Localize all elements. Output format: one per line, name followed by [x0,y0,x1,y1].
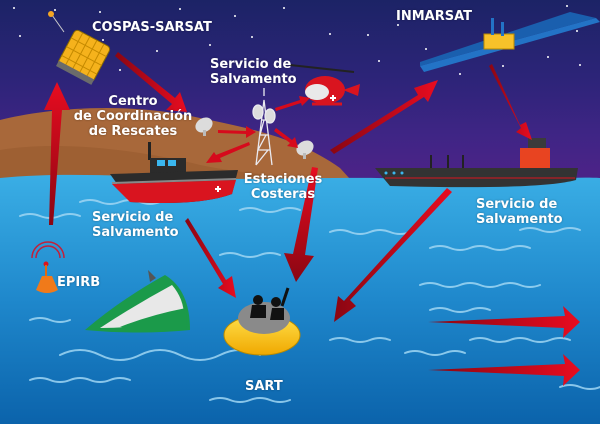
arrow-rcc-to-tower [218,126,256,138]
life-raft-icon[interactable] [223,287,301,356]
rescue-helicopter-icon[interactable] [289,64,360,106]
label-line: Servicio de [476,197,558,212]
label-line: Estaciones [243,172,323,187]
label-line: de Rescates [88,124,178,139]
arrow-outgoing-1 [428,306,580,338]
arrow-tower-to-heli [275,96,310,111]
label-line: Costeras [250,187,316,202]
arrow-coast-to-sart [284,167,318,282]
cargo-ship-icon[interactable] [375,138,578,188]
arrow-epirb-to-cospas [44,82,70,225]
signal-arrows [44,52,580,386]
arrow-inmarsat-to-ship [489,64,532,140]
sea [0,174,600,424]
arrow-tower-to-boat [206,142,250,163]
label-cospas-sarsat: COSPAS-SARSAT [92,20,212,35]
arrow-outgoing-2 [428,354,580,386]
rescue-boat-icon[interactable] [110,142,238,203]
capsized-boat-icon[interactable] [85,270,190,333]
label-line: Salvamento [210,72,297,87]
label-coast-stations: Estaciones Costeras [238,172,328,202]
label-line: Salvamento [476,212,563,227]
inmarsat-satellite-icon[interactable] [420,12,600,72]
waves [19,199,600,403]
satellite-dish-icon[interactable] [193,114,317,159]
arrow-to-inmarsat [330,80,438,154]
label-line: Servicio de [210,57,292,72]
label-line: Servicio de [92,210,174,225]
label-sart: SART [245,379,283,394]
label-boat-rescue-service: Servicio de Salvamento [92,210,179,240]
label-line: Centro [108,94,158,109]
label-line: de Coordinación [73,109,193,124]
cospas-sarsat-satellite-icon[interactable] [48,11,111,85]
epirb-beacon-icon[interactable] [31,241,65,293]
label-ship-rescue-service: Servicio de Salvamento [476,197,563,227]
arrow-ship-to-sart [334,188,452,322]
arrow-boat-to-sart [185,218,236,298]
arrow-cospas-to-rcc [115,52,187,112]
label-epirb: EPIRB [57,275,101,290]
label-inmarsat: INMARSAT [396,9,473,24]
label-rescue-coordination-center: Centro de Coordinación de Rescates [68,94,198,139]
label-line: Salvamento [92,225,179,240]
label-heli-rescue-service: Servicio de Salvamento [210,57,297,87]
stars [13,5,581,75]
radio-tower-icon[interactable] [252,88,276,166]
arrow-tower-to-dish [274,128,298,148]
